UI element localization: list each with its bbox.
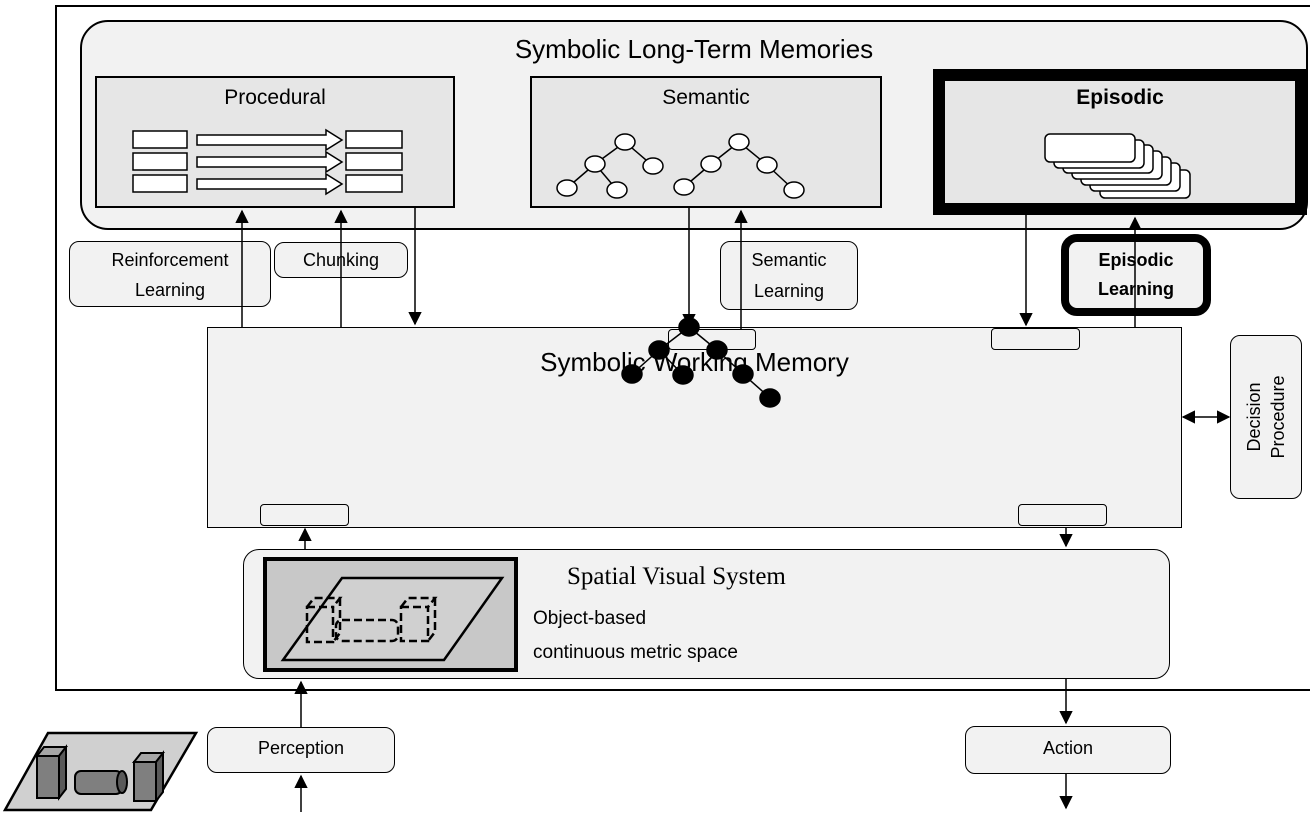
long-term-memories-title: Symbolic Long-Term Memories <box>514 34 874 64</box>
external-world-icon <box>2 731 199 812</box>
perception-box <box>207 727 395 773</box>
semantic-label: Semantic <box>662 86 750 109</box>
svs-title: Spatial Visual System <box>567 563 786 590</box>
procedural-rules-icon <box>132 128 403 196</box>
wm-episodic-buffer <box>991 328 1080 350</box>
perception-label: Perception <box>257 738 345 758</box>
episodic-learning-box <box>1061 234 1211 316</box>
semantic-learning-box <box>720 241 858 310</box>
wm-svs-output-buffer <box>1018 504 1107 526</box>
semantic-learning-label-1: Semantic <box>751 250 827 270</box>
working-memory-title: Symbolic Working Memory <box>540 347 849 377</box>
semantic-learning-label-2: Learning <box>753 281 825 301</box>
decision-procedure-box <box>1230 335 1302 499</box>
wm-svs-input-buffer <box>260 504 349 526</box>
working-memory <box>207 327 1182 528</box>
episodic-episodes-icon <box>1044 133 1191 199</box>
procedural-label: Procedural <box>224 86 326 109</box>
reinforcement-learning-label-1: Reinforcement <box>111 250 229 270</box>
agent-boundary <box>55 5 1310 691</box>
reinforcement-learning-label-2: Learning <box>134 280 206 300</box>
action-label: Action <box>1042 738 1094 758</box>
reinforcement-learning-box <box>69 241 271 307</box>
svs-description-1: Object-based <box>533 608 647 629</box>
working-memory-tree-icon <box>621 317 781 408</box>
episodic-learning-label-2: Learning <box>1097 279 1174 299</box>
episodic-label: Episodic <box>1076 86 1164 109</box>
action-box <box>965 726 1171 774</box>
semantic-tree-icon <box>556 133 805 199</box>
svs-scene-icon <box>280 576 505 662</box>
svs-description-2: continuous metric space <box>533 642 738 663</box>
episodic-learning-label-1: Episodic <box>1098 250 1174 270</box>
semantic-memory <box>530 76 882 208</box>
